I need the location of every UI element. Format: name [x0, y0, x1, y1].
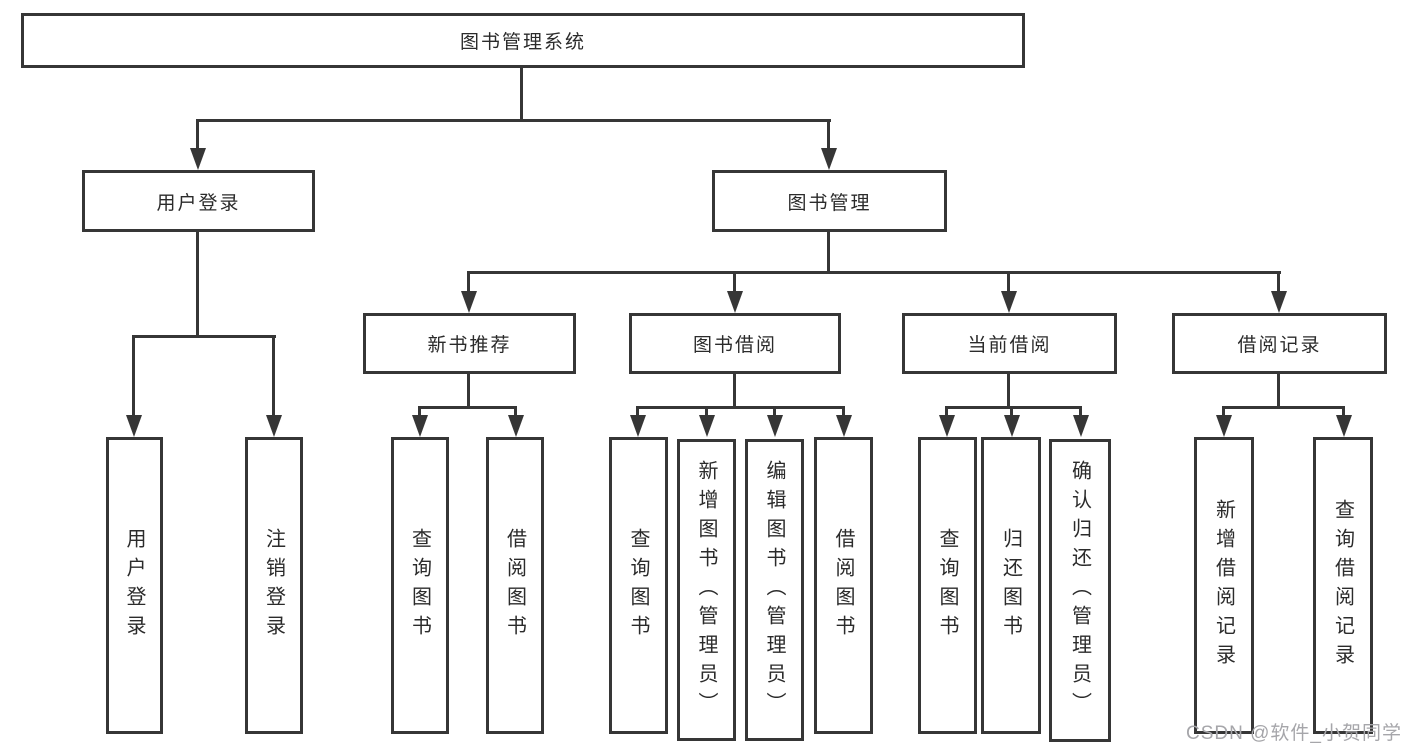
connector-stem-book-borrow — [733, 271, 736, 293]
node-label: 归还图书 — [999, 527, 1022, 644]
leaf-user-login: 用户登录 — [106, 437, 163, 734]
connector-stem — [1222, 406, 1225, 418]
arrowhead-down-icon — [1001, 291, 1017, 313]
node-book-borrow: 图书借阅 — [629, 313, 841, 374]
leaf-newrec-query-book: 查询图书 — [391, 437, 449, 734]
node-label: 查询图书 — [936, 527, 958, 644]
leaf-current-confirm-return-admin: 确认归还（管理员） — [1049, 439, 1111, 742]
connector-stem-current-borrow — [1007, 271, 1010, 293]
connector-stem-user-login — [196, 119, 199, 151]
node-label: 查询图书 — [627, 527, 649, 644]
arrowhead-down-icon — [190, 148, 206, 170]
connector-root-drop — [520, 68, 523, 119]
arrowhead-down-icon — [939, 415, 955, 437]
connector-stem — [773, 406, 776, 418]
connector-current-borrow-horizontal — [945, 406, 1082, 409]
node-label: 图书管理系统 — [459, 32, 586, 53]
leaf-current-return-book: 归还图书 — [981, 437, 1041, 734]
connector-new-book-horizontal — [418, 406, 517, 409]
arrowhead-down-icon — [630, 415, 646, 437]
node-label: 新增图书（管理员） — [695, 459, 717, 721]
node-current-borrow: 当前借阅 — [902, 313, 1117, 374]
node-label: 图书管理 — [787, 192, 872, 214]
node-label: 借阅记录 — [1237, 335, 1322, 356]
leaf-newrec-borrow-book: 借阅图书 — [486, 437, 544, 734]
connector-stem-borrow-record — [1277, 271, 1280, 293]
arrowhead-down-icon — [1216, 415, 1232, 437]
connector-stem — [1079, 406, 1082, 418]
leaf-borrow-add-book-admin: 新增图书（管理员） — [677, 439, 736, 741]
arrowhead-down-icon — [1336, 415, 1352, 437]
connector-stem — [418, 406, 421, 418]
connector-stem — [705, 406, 708, 418]
connector-stem-leaf-logout — [272, 335, 275, 417]
node-label: 编辑图书（管理员） — [763, 459, 785, 721]
arrowhead-down-icon — [767, 415, 783, 437]
node-book-management: 图书管理 — [712, 170, 947, 232]
connector-book-borrow-horizontal — [636, 406, 845, 409]
arrowhead-down-icon — [1073, 415, 1089, 437]
leaf-current-query-book: 查询图书 — [918, 437, 977, 734]
csdn-watermark: CSDN @软件_小贺同学 — [1186, 723, 1402, 744]
node-label: 查询图书 — [408, 527, 431, 644]
connector-stem — [514, 406, 517, 418]
connector-stem — [945, 406, 948, 418]
connector-current-borrow-drop — [1007, 374, 1010, 406]
node-new-book-recommend: 新书推荐 — [363, 313, 576, 374]
connector-stem — [1342, 406, 1345, 418]
node-borrow-record: 借阅记录 — [1172, 313, 1387, 374]
node-label: 查询借阅记录 — [1331, 498, 1354, 673]
node-root-library-management-system: 图书管理系统 — [21, 13, 1025, 68]
arrowhead-down-icon — [1271, 291, 1287, 313]
node-label: 注销登录 — [262, 527, 285, 644]
arrowhead-down-icon — [126, 415, 142, 437]
node-label: 当前借阅 — [967, 335, 1052, 356]
arrowhead-down-icon — [412, 415, 428, 437]
node-label: 用户登录 — [123, 527, 145, 644]
connector-stem-book-mgmt — [827, 119, 830, 151]
connector-borrow-record-drop — [1277, 374, 1280, 406]
connector-l3-horizontal — [467, 271, 1281, 274]
arrowhead-down-icon — [266, 415, 282, 437]
leaf-record-add-borrow-record: 新增借阅记录 — [1194, 437, 1254, 734]
leaf-record-query-borrow-record: 查询借阅记录 — [1313, 437, 1373, 734]
arrowhead-down-icon — [699, 415, 715, 437]
node-label: 借阅图书 — [503, 527, 526, 644]
node-label: 借阅图书 — [832, 527, 854, 644]
connector-book-mgmt-drop — [827, 232, 830, 271]
node-label: 图书借阅 — [692, 335, 777, 356]
connector-stem — [636, 406, 639, 418]
connector-stem — [842, 406, 845, 418]
arrowhead-down-icon — [461, 291, 477, 313]
connector-stem-leaf-user-login — [132, 335, 135, 417]
node-label: 新增借阅记录 — [1212, 498, 1235, 673]
connector-user-login-drop — [196, 232, 199, 335]
connector-l2-horizontal — [196, 119, 831, 122]
arrowhead-down-icon — [1004, 415, 1020, 437]
connector-borrow-record-horizontal — [1222, 406, 1345, 409]
connector-book-borrow-drop — [733, 374, 736, 406]
node-label: 确认归还（管理员） — [1068, 460, 1091, 721]
leaf-borrow-borrow-book: 借阅图书 — [814, 437, 873, 734]
node-label: 用户登录 — [156, 192, 241, 214]
arrowhead-down-icon — [836, 415, 852, 437]
connector-new-book-drop — [467, 374, 470, 406]
arrowhead-down-icon — [508, 415, 524, 437]
arrowhead-down-icon — [821, 148, 837, 170]
node-label: 新书推荐 — [427, 335, 512, 356]
connector-stem — [1010, 406, 1013, 418]
leaf-borrow-edit-book-admin: 编辑图书（管理员） — [745, 439, 804, 741]
leaf-logout: 注销登录 — [245, 437, 303, 734]
connector-stem-new-book — [467, 271, 470, 293]
leaf-borrow-query-book: 查询图书 — [609, 437, 668, 734]
arrowhead-down-icon — [727, 291, 743, 313]
node-user-login: 用户登录 — [82, 170, 315, 232]
connector-user-login-horizontal — [132, 335, 276, 338]
